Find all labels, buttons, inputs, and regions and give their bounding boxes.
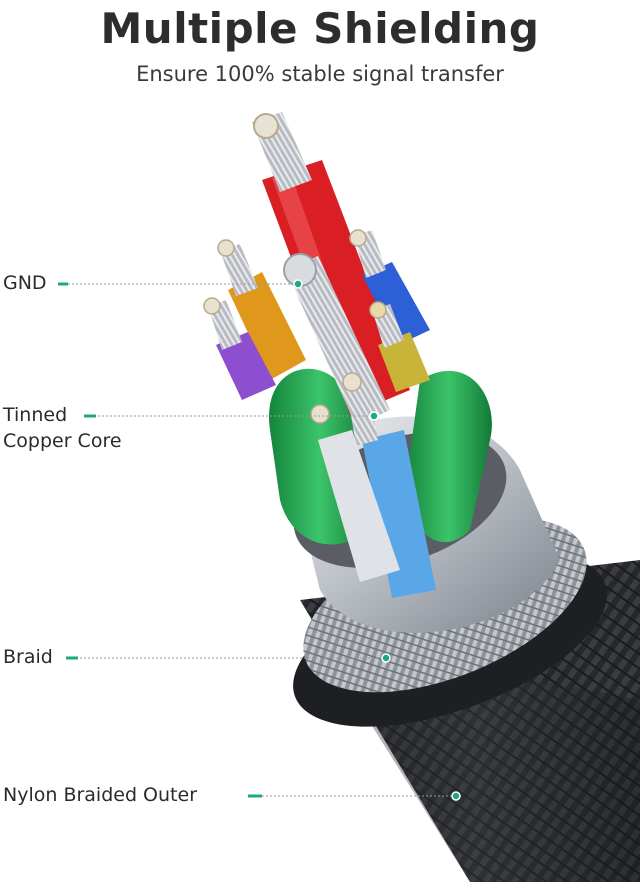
purple-wire <box>216 332 276 400</box>
gnd-label: GND <box>3 272 47 294</box>
braid-label: Braid <box>3 646 53 668</box>
page-subtitle: Ensure 100% stable signal transfer <box>136 62 504 86</box>
nylon-dot <box>451 791 461 801</box>
nylon-label: Nylon Braided Outer <box>3 784 198 806</box>
blue-wire <box>362 262 430 345</box>
yellow-wire <box>378 332 430 392</box>
light-blue-wire <box>362 430 436 598</box>
green-pair-right <box>405 370 492 543</box>
page-title: Multiple Shielding <box>100 4 540 53</box>
tinned-label-line2: Copper Core <box>3 430 122 452</box>
gnd-dot <box>293 279 303 289</box>
orange-wire <box>228 272 306 380</box>
tinned-dot <box>369 411 379 421</box>
red-wire-tip <box>253 113 279 139</box>
tinned-label-line1: Tinned <box>3 404 68 426</box>
white-wire <box>318 430 400 582</box>
braid-dot <box>381 653 391 663</box>
